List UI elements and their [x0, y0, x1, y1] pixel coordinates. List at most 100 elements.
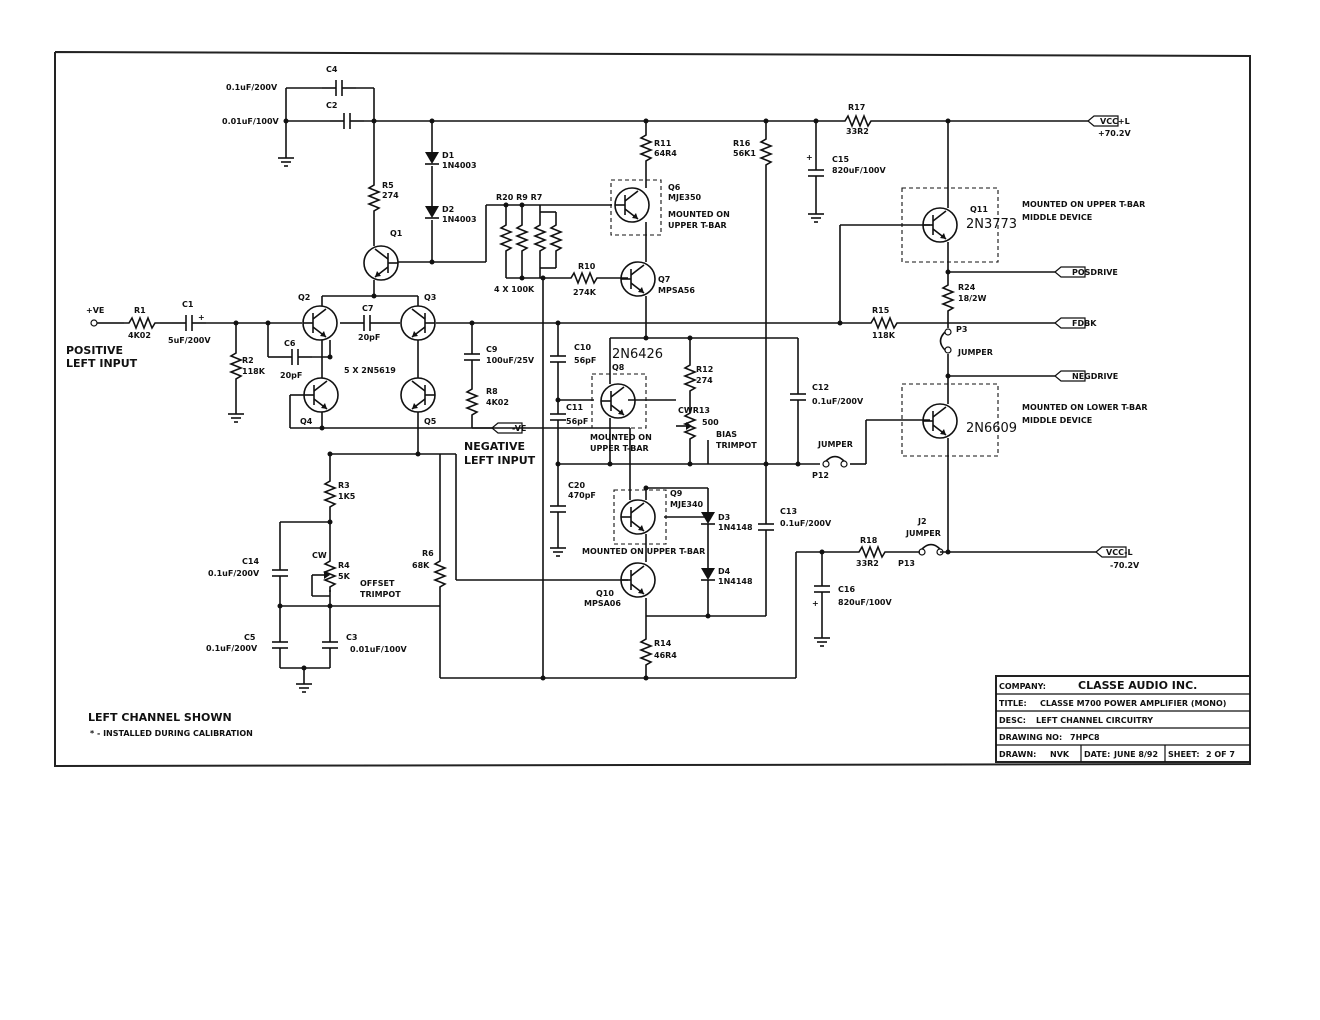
svg-text:P12: P12 — [812, 471, 829, 480]
svg-text:TRIMPOT: TRIMPOT — [716, 441, 757, 450]
svg-text:0.1uF/200V: 0.1uF/200V — [226, 83, 278, 92]
svg-text:68K: 68K — [412, 561, 430, 570]
svg-text:4K02: 4K02 — [486, 398, 509, 407]
svg-text:VCC+L: VCC+L — [1100, 117, 1130, 126]
svg-text:0.1uF/200V: 0.1uF/200V — [812, 397, 864, 406]
svg-text:R3: R3 — [338, 481, 350, 490]
input-negative: -VE NEGATIVE LEFT INPUT — [464, 422, 536, 467]
svg-text:118K: 118K — [872, 331, 896, 340]
svg-text:C2: C2 — [326, 101, 337, 110]
transistor-q9: Q9 MJE340 MOUNTED ON UPPER T-BAR — [582, 489, 705, 556]
capacitor-c2: C2 0.01uF/100V — [222, 101, 365, 130]
svg-text:VCC-L: VCC-L — [1106, 548, 1133, 557]
svg-text:33R2: 33R2 — [846, 127, 869, 136]
svg-text:100uF/25V: 100uF/25V — [486, 356, 535, 365]
svg-text:MJE350: MJE350 — [668, 193, 702, 202]
svg-text:DRAWING NO:: DRAWING NO: — [999, 733, 1062, 742]
svg-text:FDBK: FDBK — [1072, 319, 1097, 328]
svg-text:0.1uF/200V: 0.1uF/200V — [780, 519, 832, 528]
svg-text:D3: D3 — [718, 513, 730, 522]
svg-text:R6: R6 — [422, 549, 434, 558]
svg-text:R11: R11 — [654, 139, 672, 148]
capacitor-c3: C3 0.01uF/100V — [321, 627, 408, 663]
svg-text:R4: R4 — [338, 561, 350, 570]
svg-text:MOUNTED ON UPPER T-BAR: MOUNTED ON UPPER T-BAR — [1022, 200, 1145, 209]
svg-text:R12: R12 — [696, 365, 713, 374]
svg-text:C16: C16 — [838, 585, 855, 594]
transistor-q8: 2N6426 Q8 MOUNTED ON UPPER T-BAR — [590, 347, 663, 453]
svg-text:R14: R14 — [654, 639, 672, 648]
ground-top-left — [277, 149, 295, 167]
svg-text:1N4003: 1N4003 — [442, 161, 477, 170]
capacitor-c10: C10 56pF — [549, 341, 596, 377]
svg-text:CLASSE AUDIO INC.: CLASSE AUDIO INC. — [1078, 679, 1197, 692]
svg-text:0.1uF/200V: 0.1uF/200V — [206, 644, 258, 653]
transistor-count-label: 5 X 2N5619 — [344, 366, 396, 375]
svg-text:LEFT INPUT: LEFT INPUT — [464, 454, 536, 467]
svg-text:+VE: +VE — [86, 306, 104, 315]
diode-d3: D3 1N4148 — [700, 511, 753, 532]
svg-text:4 X 100K: 4 X 100K — [494, 285, 535, 294]
svg-text:+: + — [812, 599, 819, 608]
resistor-r24: R24 18/2W — [942, 279, 987, 317]
svg-text:20pF: 20pF — [358, 333, 380, 342]
svg-text:R17: R17 — [848, 103, 865, 112]
capacitor-c11: C11 56pF — [549, 399, 588, 435]
svg-text:MOUNTED ON UPPER T-BAR: MOUNTED ON UPPER T-BAR — [582, 547, 705, 556]
input-positive: +VE POSITIVE LEFT INPUT — [66, 306, 138, 370]
svg-text:MJE340: MJE340 — [670, 500, 704, 509]
svg-text:C15: C15 — [832, 155, 849, 164]
svg-text:C12: C12 — [812, 383, 829, 392]
svg-text:NEGATIVE: NEGATIVE — [464, 440, 525, 453]
svg-text:0.01uF/100V: 0.01uF/100V — [350, 645, 408, 654]
capacitor-c13: C13 0.1uF/200V — [757, 507, 832, 545]
resistor-r5: R5 274 — [368, 179, 399, 217]
svg-text:-70.2V: -70.2V — [1110, 561, 1140, 570]
svg-text:0.1uF/200V: 0.1uF/200V — [208, 569, 260, 578]
resistor-bank-r20-r9-r7: R20 R9 R7 4 X 100K — [494, 193, 562, 294]
resistor-r6: R6 68K — [412, 549, 446, 593]
channel-note: LEFT CHANNEL SHOWN — [88, 711, 232, 724]
svg-text:CLASSE M700 POWER AMPLIFIER (M: CLASSE M700 POWER AMPLIFIER (MONO) — [1040, 699, 1226, 708]
svg-text:56pF: 56pF — [566, 417, 588, 426]
svg-text:R24: R24 — [958, 283, 976, 292]
svg-text:Q11: Q11 — [970, 205, 988, 214]
svg-text:C1: C1 — [182, 300, 194, 309]
resistor-r18: R18 33R2 — [853, 536, 891, 568]
svg-text:JUMPER: JUMPER — [957, 348, 993, 357]
svg-text:Q5: Q5 — [424, 417, 437, 426]
svg-text:274: 274 — [696, 376, 713, 385]
svg-text:J2: J2 — [917, 517, 927, 526]
svg-text:Q6: Q6 — [668, 183, 681, 192]
jumper-j2: J2 JUMPER P13 — [898, 517, 944, 568]
resistor-r15: R15 118K — [865, 306, 903, 340]
svg-text:1N4148: 1N4148 — [718, 577, 753, 586]
resistor-r16: R16 56K1 — [733, 133, 772, 171]
svg-text:0.01uF/100V: 0.01uF/100V — [222, 117, 280, 126]
resistor-r17: R17 33R2 — [839, 103, 877, 136]
svg-text:2N6426: 2N6426 — [612, 347, 663, 362]
svg-text:R15: R15 — [872, 306, 890, 315]
svg-text:D2: D2 — [442, 205, 454, 214]
svg-text:C14: C14 — [242, 557, 259, 566]
svg-text:P3: P3 — [956, 325, 967, 334]
svg-text:2 OF 7: 2 OF 7 — [1206, 750, 1235, 759]
svg-text:C20: C20 — [568, 481, 585, 490]
svg-text:C3: C3 — [346, 633, 357, 642]
svg-text:Q8: Q8 — [612, 363, 625, 372]
resistor-r3: R3 1K5 — [324, 475, 356, 513]
svg-text:500: 500 — [702, 418, 719, 427]
svg-text:POSDRIVE: POSDRIVE — [1072, 268, 1118, 277]
svg-text:LEFT INPUT: LEFT INPUT — [66, 357, 138, 370]
title-block: COMPANY: CLASSE AUDIO INC. TITLE: CLASSE… — [995, 675, 1251, 763]
capacitor-c12: C12 0.1uF/200V — [789, 379, 864, 415]
svg-text:1N4148: 1N4148 — [718, 523, 753, 532]
resistor-r14: R14 46R4 — [640, 633, 677, 671]
jumper-p12: JUMPER P12 — [812, 440, 853, 480]
svg-text:274K: 274K — [573, 288, 597, 297]
svg-text:DATE:: DATE: — [1084, 750, 1110, 759]
svg-text:274: 274 — [382, 191, 399, 200]
svg-text:SHEET:: SHEET: — [1168, 750, 1200, 759]
svg-text:R18: R18 — [860, 536, 878, 545]
svg-text:MPSA56: MPSA56 — [658, 286, 695, 295]
